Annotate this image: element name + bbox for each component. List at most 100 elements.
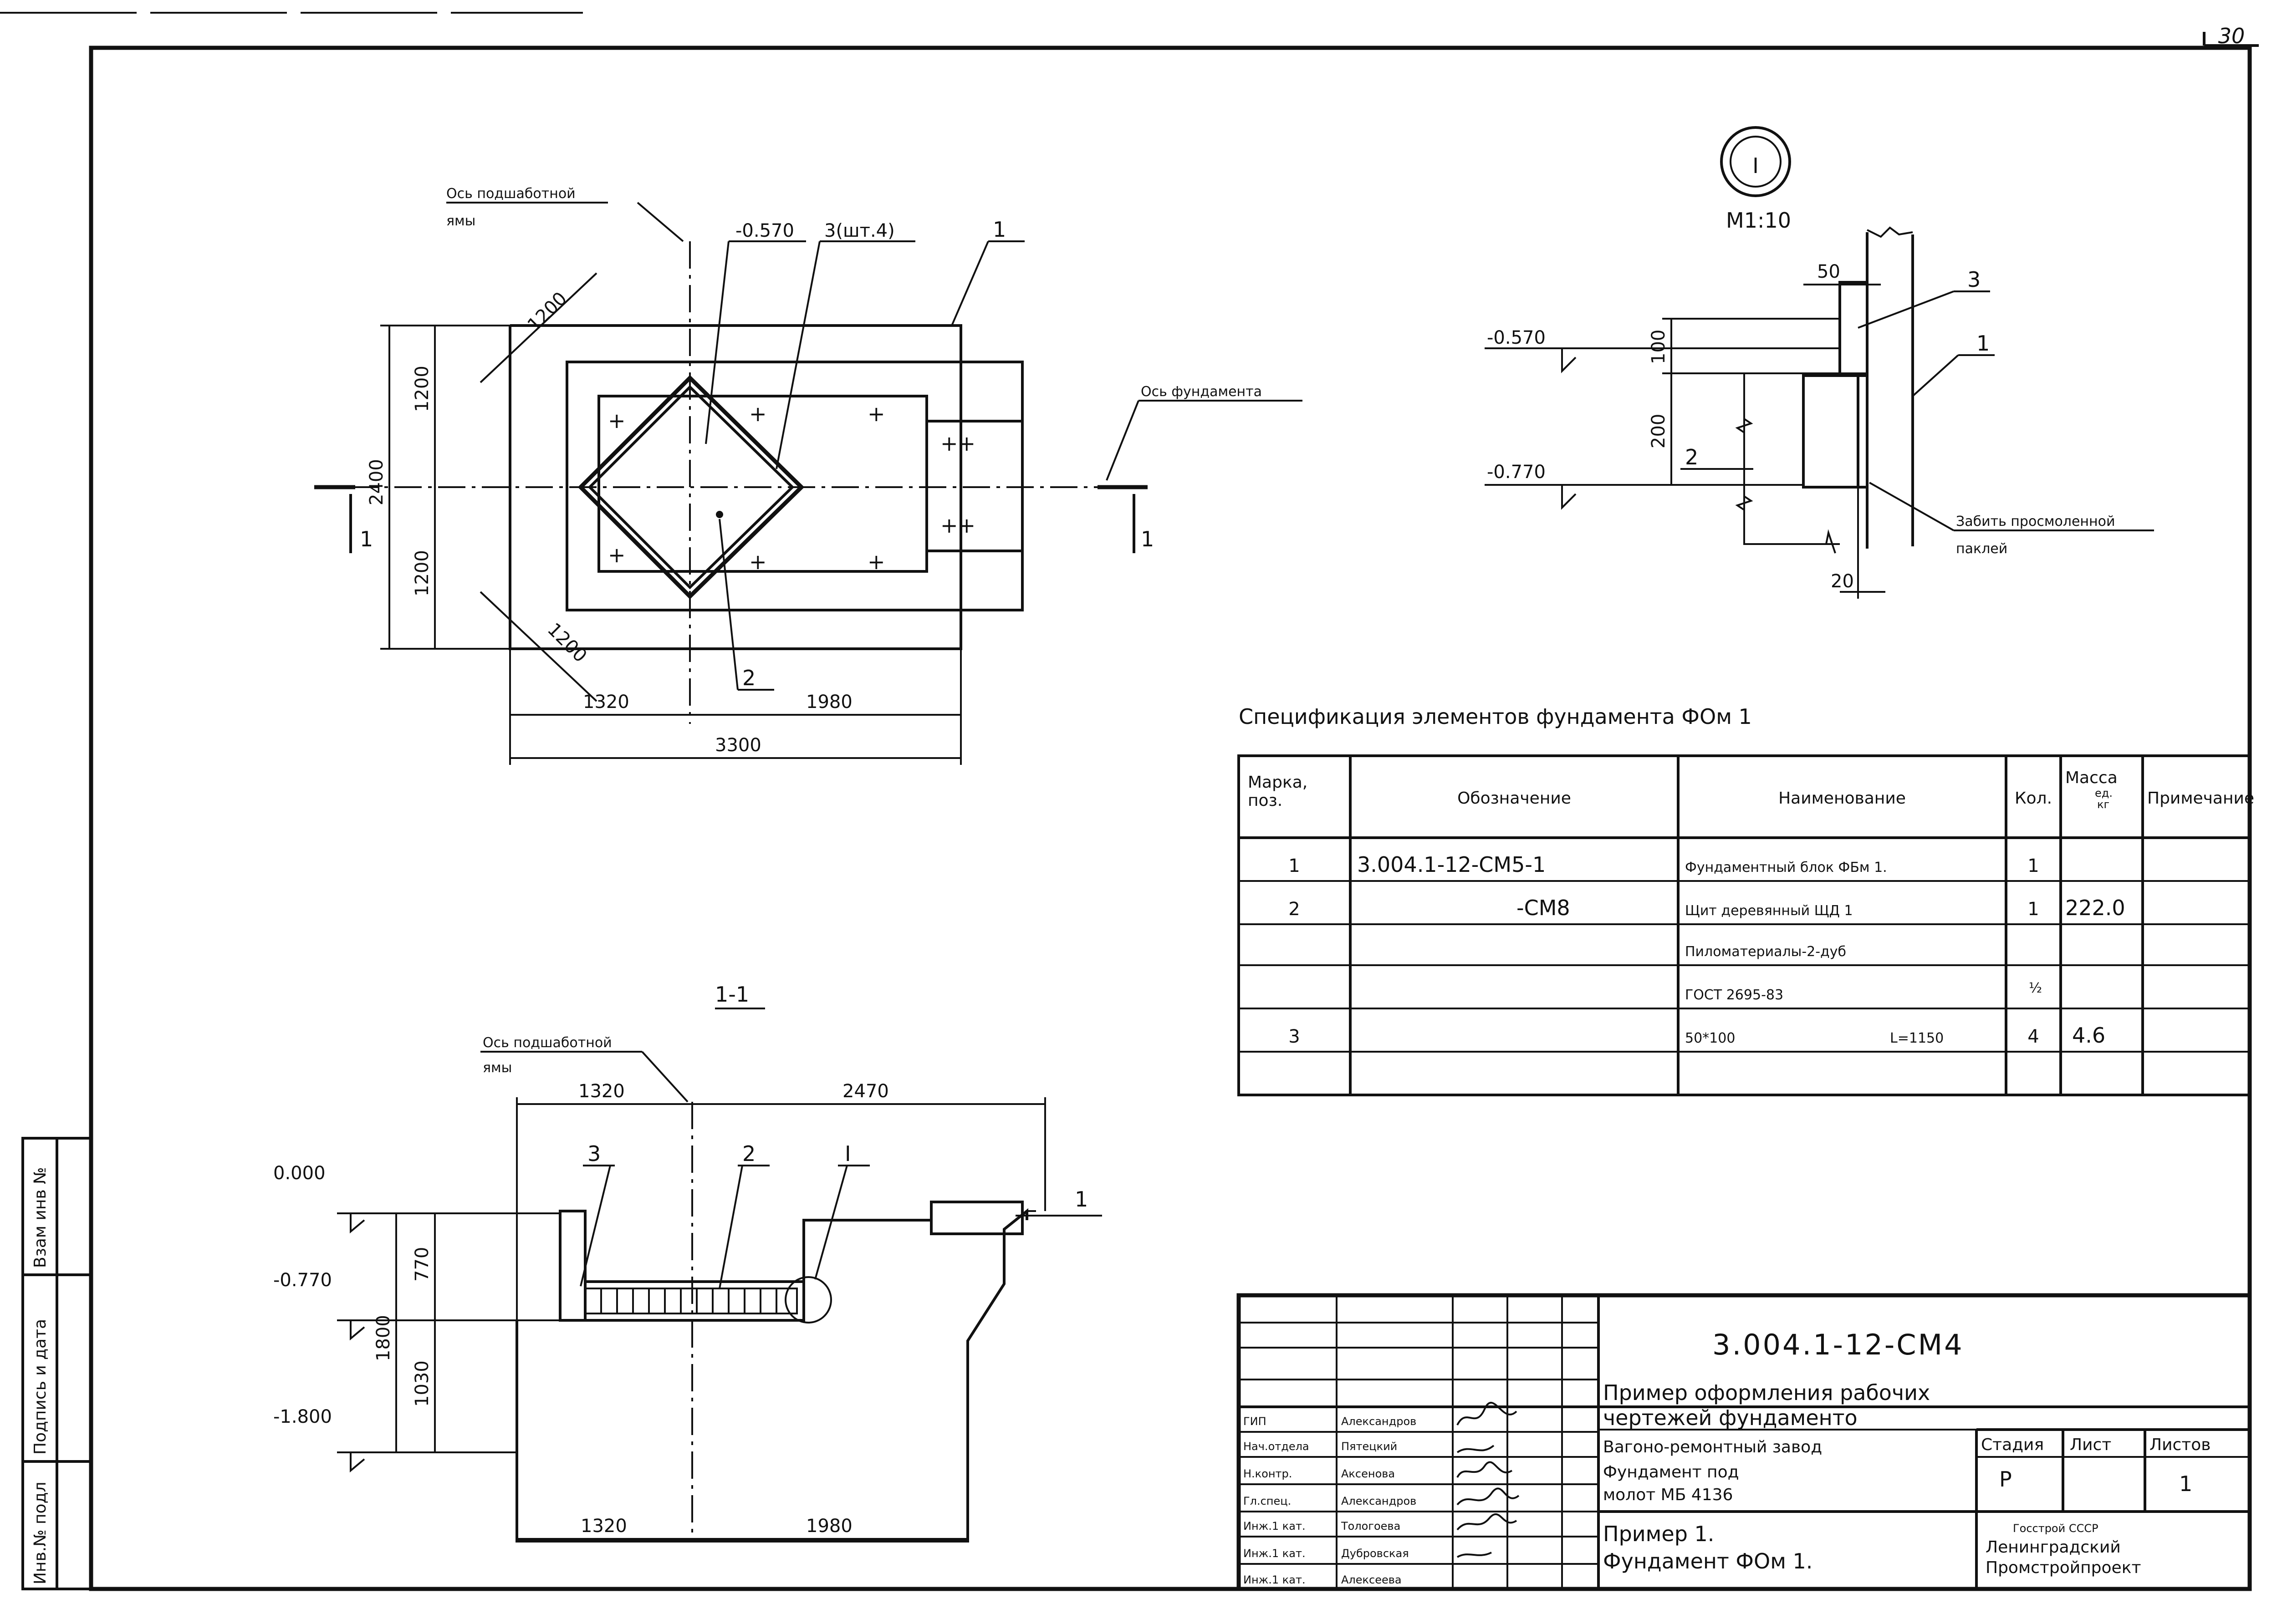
tb-object1: Вагоно-ремонтный завод (1603, 1438, 1822, 1456)
spec-h-qty: Кол. (2015, 789, 2052, 808)
spec-r2-des: -СМ8 (1516, 896, 1570, 920)
spec-r1-pos: 1 (1288, 855, 1300, 876)
tb-role-6: Инж.1 кат. (1243, 1547, 1306, 1560)
section-level-0: 0.000 (273, 1163, 326, 1184)
tb-org1: Госстрой СССР (2013, 1522, 2098, 1535)
spec-r5-mass: 4.6 (2072, 1023, 2105, 1048)
tb-name-2: Пятецкий (1341, 1440, 1397, 1453)
svg-text:+: + (608, 408, 626, 433)
tb-role-5: Инж.1 кат. (1243, 1520, 1306, 1532)
tb-name-4: Александров (1341, 1495, 1416, 1507)
stamp-replace-inv: Взам инв № (31, 1167, 50, 1268)
detail-level1: -0.570 (1487, 327, 1546, 348)
spec-r1-qty: 1 (2027, 855, 2039, 876)
detail-pos3: 3 (1967, 267, 1981, 292)
tb-name-1: Александров (1341, 1415, 1416, 1428)
spec-h-note: Примечание (2147, 789, 2254, 808)
spec-r2-qty: 1 (2027, 899, 2039, 920)
spec-r2-mass: 222.0 (2065, 896, 2125, 920)
tb-sheet-title2: Фундамент ФОм 1. (1603, 1549, 1812, 1573)
detail-pos1: 1 (1976, 331, 1990, 356)
svg-text:+: + (868, 550, 885, 574)
board-hatching (600, 1288, 777, 1313)
spec-h-designation: Обозначение (1457, 789, 1571, 808)
detail-dim-200: 200 (1648, 414, 1669, 448)
section-axis-pit-label: Ось подшаботной (483, 1035, 612, 1051)
spec-h-mark: Марка, (1248, 773, 1307, 792)
section-callout-i: I (845, 1141, 851, 1166)
tb-name-7: Алексеева (1341, 1573, 1402, 1586)
detail-i: I M1:10 -0.570 -0.770 100 200 50 20 (1485, 126, 2154, 599)
plan-axis-pit-label: Ось подшаботной (446, 186, 576, 202)
section-dim-1800: 1800 (373, 1315, 394, 1361)
tb-role-1: ГИП (1243, 1415, 1266, 1428)
svg-text:++: ++ (940, 431, 975, 456)
tb-object2: Фундамент под (1603, 1463, 1739, 1481)
plan-dim-3300: 3300 (715, 735, 761, 756)
spec-r5-extra: L=1150 (1890, 1030, 1944, 1046)
plan-level: -0.570 (735, 220, 794, 241)
section-mark-right: 1 (1141, 527, 1154, 551)
spec-r1-des: 3.004.1-12-СМ5-1 (1357, 852, 1546, 877)
spec-r4-qty: ½ (2029, 980, 2042, 996)
plan-axis-foundation-label: Ось фундамента (1141, 384, 1262, 400)
spec-r2-pos: 2 (1288, 899, 1300, 920)
tb-name-6: Дубровская (1341, 1547, 1409, 1560)
tb-stage-header: Стадия (1981, 1436, 2044, 1454)
section-level-1800: -1.800 (273, 1406, 332, 1427)
section-mark-left: 1 (360, 527, 373, 551)
section-pos2: 2 (742, 1141, 756, 1166)
spec-r2-name: Щит деревянный ЩД 1 (1685, 903, 1853, 919)
tb-desc2: чертежей фундаменто (1603, 1405, 1858, 1430)
detail-dim-50: 50 (1817, 261, 1840, 282)
section-dim-770: 770 (412, 1247, 433, 1282)
plan-dim-1200-bottom: 1200 (412, 550, 433, 596)
tb-org3: Промстройпроект (1986, 1558, 2141, 1577)
tb-sheet-header: Лист (2070, 1436, 2111, 1454)
tb-role-3: Н.контр. (1243, 1467, 1292, 1480)
tb-sheets: 1 (2179, 1471, 2192, 1496)
signatures (1456, 1401, 1520, 1558)
tb-code: 3.004.1-12-СМ4 (1712, 1328, 1964, 1361)
detail-callout: I (1752, 153, 1759, 178)
tb-role-4: Гл.спец. (1243, 1495, 1291, 1507)
plan-diag-dim1: 1200 (524, 288, 572, 336)
tb-sheets-header: Листов (2149, 1436, 2211, 1454)
spec-r5-name: 50*100 (1685, 1030, 1735, 1046)
detail-level2: -0.770 (1487, 462, 1546, 483)
tb-name-5: Тологоева (1341, 1520, 1400, 1532)
plan-pos1: 1 (993, 217, 1006, 242)
section-title: 1-1 (715, 982, 749, 1007)
svg-text:+: + (868, 402, 885, 426)
plan-pos2: 2 (742, 666, 756, 690)
spec-r4-name: ГОСТ 2695-83 (1685, 987, 1783, 1003)
detail-note2: паклей (1956, 541, 2007, 557)
plan-diag-dim2: 1200 (543, 619, 591, 667)
title-block: ГИП Александров Нач.отдела Пятецкий Н.ко… (1236, 1293, 2252, 1591)
left-stamp: Инв.№ подл Подпись и дата Взам инв № (21, 1137, 92, 1590)
spec-title: Спецификация элементов фундамента ФОм 1 (1239, 704, 1752, 729)
svg-text:+: + (749, 550, 767, 574)
detail-note1: Забить просмоленной (1956, 514, 2115, 529)
section-pos3: 3 (587, 1141, 601, 1166)
section-dim-1980-bottom: 1980 (806, 1516, 853, 1537)
tb-name-3: Аксенова (1341, 1467, 1395, 1480)
spec-r5-pos: 3 (1288, 1026, 1300, 1047)
detail-dim-20: 20 (1831, 571, 1854, 592)
stamp-sign-date: Подпись и дата (31, 1319, 50, 1455)
sheet-number: 30 (2218, 24, 2245, 48)
spec-table: Спецификация элементов фундамента ФОм 1 … (1237, 704, 2254, 1096)
detail-pos2: 2 (1685, 445, 1698, 469)
plan-dim-1200-top: 1200 (412, 366, 433, 412)
detail-dim-100: 100 (1648, 330, 1669, 364)
tb-org2: Ленинградский (1986, 1538, 2121, 1557)
spec-r1-name: Фундаментный блок ФБм 1. (1685, 860, 1887, 876)
spec-h-mass: Масса (2065, 769, 2118, 787)
section-dim-1320-bottom: 1320 (581, 1516, 627, 1537)
tb-object3: молот МБ 4136 (1603, 1486, 1733, 1504)
svg-text:++: ++ (940, 513, 975, 538)
section-axis-pit-label2: ямы (483, 1060, 512, 1076)
tb-sheet-title1: Пример 1. (1603, 1522, 1714, 1546)
tb-desc1: Пример оформления рабочих (1603, 1380, 1930, 1405)
plan-dim-2400: 2400 (366, 459, 387, 505)
